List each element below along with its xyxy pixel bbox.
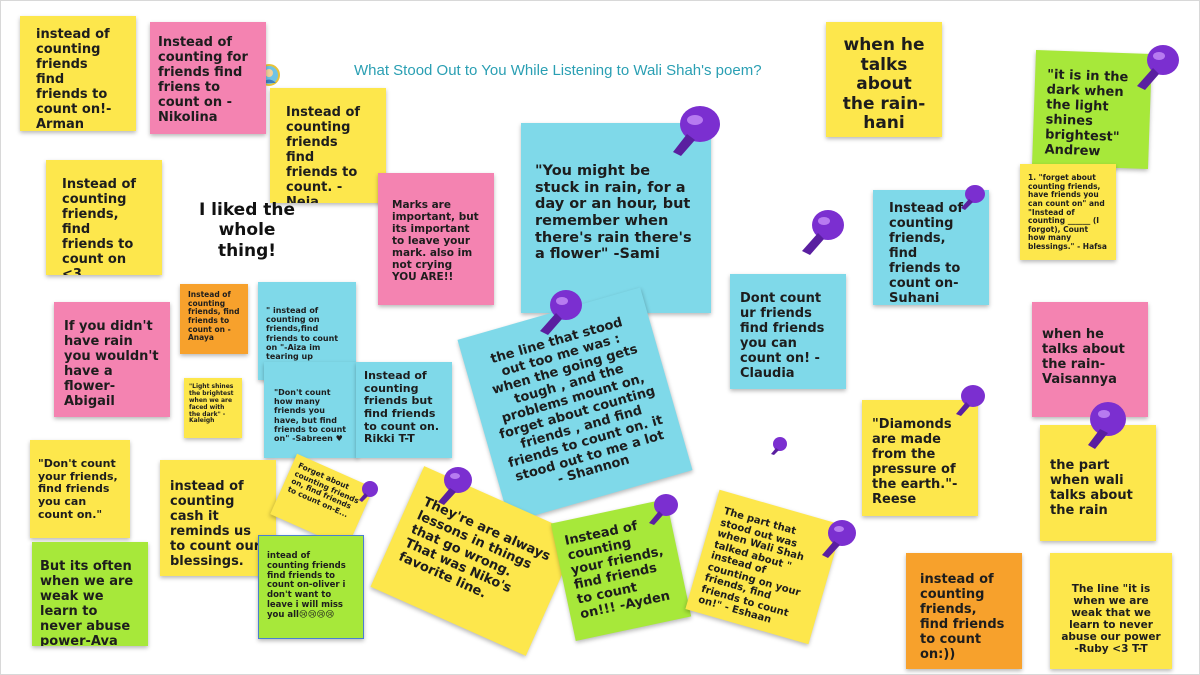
sticky-note[interactable]: "Diamonds are made from the pressure of …: [862, 400, 978, 516]
push-pin-icon: [673, 106, 720, 156]
sticky-note[interactable]: Instead of counting friends, find friend…: [46, 160, 162, 275]
sticky-note[interactable]: Instead of counting friends, find friend…: [180, 284, 248, 354]
push-pin-icon: [649, 494, 678, 525]
sticky-note[interactable]: instead of counting friends find friends…: [20, 16, 136, 131]
push-pin-icon: [771, 437, 787, 455]
sticky-note[interactable]: instead of counting friends, find friend…: [906, 553, 1022, 669]
push-pin-icon: [956, 385, 985, 416]
sticky-note[interactable]: when he talks about the rain- Vaisannya: [1032, 302, 1148, 417]
sticky-note[interactable]: when he talks about the rain-hani: [826, 22, 942, 137]
sticky-note[interactable]: But its often when we are weak we learn …: [32, 542, 148, 646]
sticky-note[interactable]: Instead of counting friends, find friend…: [873, 190, 989, 305]
sticky-note[interactable]: Marks are important, but its important t…: [378, 173, 494, 305]
sticky-note[interactable]: "Don't count your friends, find friends …: [30, 440, 130, 538]
sticky-note[interactable]: Dont count ur friends find friends you c…: [730, 274, 846, 389]
sticky-note[interactable]: Instead of counting for friends find fri…: [150, 22, 266, 134]
sticky-note[interactable]: "Light shines the brightest when we are …: [184, 378, 242, 438]
sticky-note[interactable]: instead of counting cash it reminds us t…: [160, 460, 276, 576]
push-pin-icon: [359, 481, 378, 502]
sticky-note-selected[interactable]: intead of counting friends find friends …: [258, 535, 364, 639]
push-pin-icon: [540, 290, 582, 335]
sticky-note[interactable]: If you didn't have rain you wouldn't hav…: [54, 302, 170, 417]
sticky-note[interactable]: 1. "forget about counting friends, have …: [1020, 164, 1116, 260]
sticky-note[interactable]: "Don't count how many friends you have, …: [264, 362, 358, 458]
board-title: What Stood Out to You While Listening to…: [354, 62, 762, 79]
push-pin-icon: [961, 185, 985, 210]
sticky-note[interactable]: Instead of counting friends find friends…: [270, 88, 386, 203]
sticky-note[interactable]: Instead of counting friends but find fri…: [356, 362, 452, 458]
note-text: I liked the whole thing!: [198, 200, 296, 261]
push-pin-icon: [1088, 402, 1126, 449]
push-pin-icon: [822, 520, 856, 558]
push-pin-icon: [1137, 45, 1179, 90]
push-pin-icon: [802, 210, 844, 255]
push-pin-icon: [438, 467, 472, 505]
sticky-note[interactable]: The line "it is when we are weak that we…: [1050, 553, 1172, 669]
